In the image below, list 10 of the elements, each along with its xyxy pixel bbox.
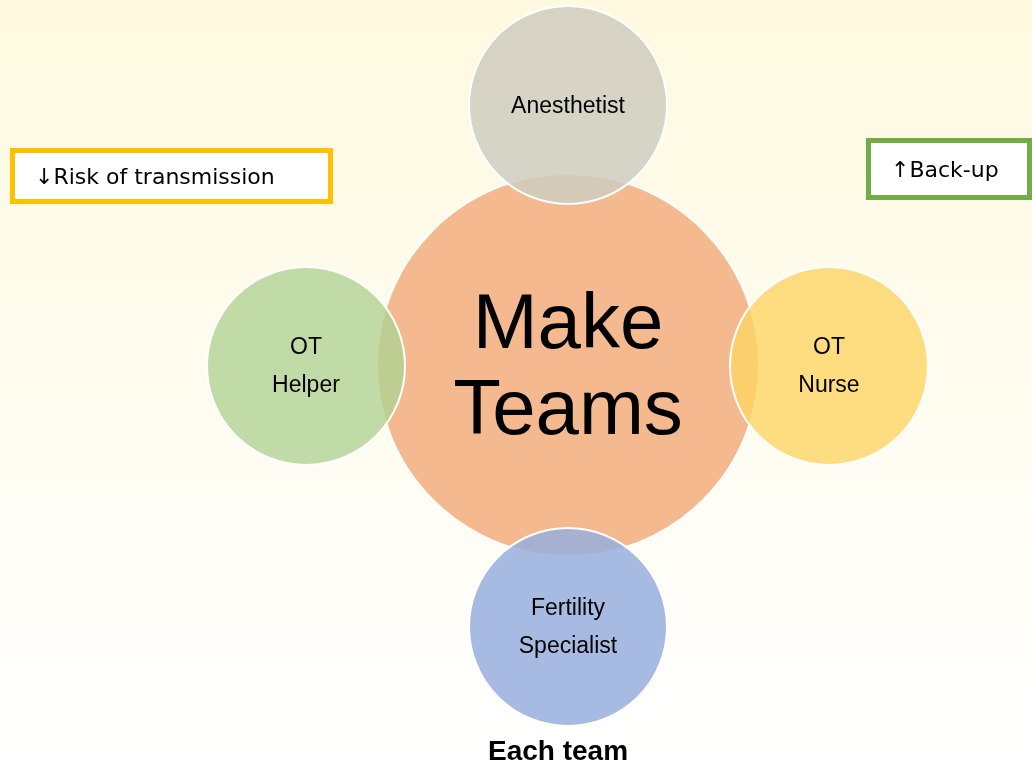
circle-label: Fertility Specialist [517, 593, 619, 660]
note-box [10, 148, 333, 204]
circle-label: Make Teams [452, 279, 684, 451]
note-text: ↑Back-up [891, 155, 999, 184]
note-text: ↓Risk of transmission [35, 162, 275, 191]
circle-label: OT Helper [271, 332, 341, 399]
note-box [866, 138, 1032, 200]
circle-label: Anesthetist [511, 90, 625, 120]
circle-label: OT Nurse [797, 332, 861, 399]
caption-text: Each team [486, 734, 630, 763]
